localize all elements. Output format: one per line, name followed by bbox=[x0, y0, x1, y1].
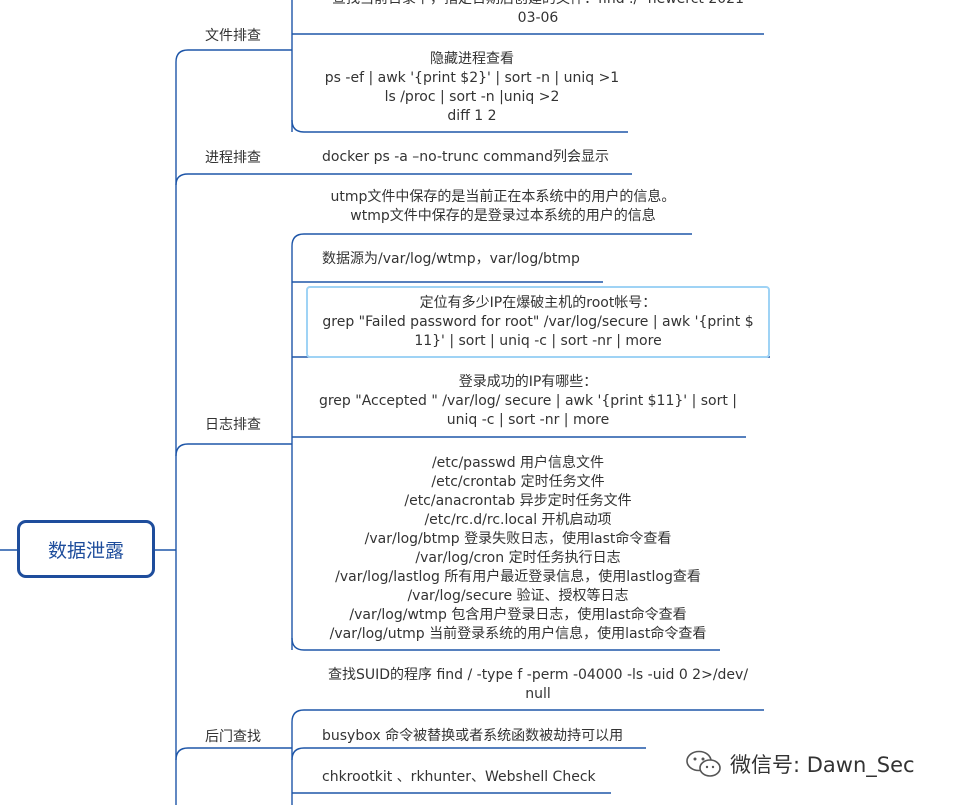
node-line: /var/log/lastlog 所有用户最近登录信息，使用lastlog查看 bbox=[335, 569, 701, 585]
node-data-source[interactable]: 数据源为/var/log/wtmp，var/log/btmp bbox=[322, 251, 580, 267]
node-log-files[interactable]: /etc/passwd 用户信息文件 /etc/crontab 定时任务文件 /… bbox=[300, 454, 736, 644]
node-find-by-date[interactable]: 查找当前日录下，指定日期后创建的文件：find ./ -newerct 2021… bbox=[316, 0, 760, 28]
node-line: 定位有多少IP在爆破主机的root帐号： bbox=[419, 295, 657, 311]
node-line: utmp文件中保存的是当前正在本系统中的用户的信息。 bbox=[330, 189, 676, 205]
node-line: wtmp文件中保存的是登录过本系统的用户的信息 bbox=[350, 208, 656, 224]
category-log-check[interactable]: 日志排查 bbox=[205, 417, 261, 433]
node-line: /etc/passwd 用户信息文件 bbox=[431, 455, 605, 471]
category-backdoor-check[interactable]: 后门查找 bbox=[205, 729, 261, 745]
node-line: /var/log/cron 定时任务执行日志 bbox=[415, 550, 621, 566]
main-trunk bbox=[175, 49, 292, 805]
category-process-check[interactable]: 进程排查 bbox=[205, 150, 261, 166]
node-line: /var/log/wtmp 包含用户登录日志，使用last命令查看 bbox=[349, 607, 687, 623]
bracket-backdoor bbox=[291, 709, 764, 805]
bracket-log bbox=[291, 233, 692, 650]
node-line: /etc/anacrontab 异步定时任务文件 bbox=[404, 493, 632, 509]
node-busybox[interactable]: busybox 命令被替换或者系统函数被劫持可以用 bbox=[322, 728, 624, 744]
node-line: 登录成功的IP有哪些： bbox=[458, 374, 598, 390]
root-node[interactable]: 数据泄露 bbox=[17, 520, 155, 578]
node-find-suid[interactable]: 查找SUID的程序 find / -type f -perm -04000 -l… bbox=[316, 666, 760, 704]
branch-process bbox=[175, 173, 292, 186]
wechat-icon bbox=[686, 750, 721, 777]
node-line: 查找SUID的程序 find / -type f -perm -04000 -l… bbox=[327, 667, 749, 683]
node-line: grep "Failed password for root" /var/log… bbox=[322, 314, 754, 330]
node-line: /var/log/utmp 当前登录系统的用户信息，使用last命令查看 bbox=[329, 626, 707, 642]
node-line: 03-06 bbox=[517, 10, 559, 26]
node-line: 11}' | sort | uniq -c | sort -nr | more bbox=[414, 333, 662, 349]
branch-backdoor bbox=[175, 747, 292, 761]
node-line: /etc/rc.d/rc.local 开机启动项 bbox=[424, 512, 612, 528]
node-chkrootkit[interactable]: chkrootkit 、rkhunter、Webshell Check bbox=[322, 769, 596, 785]
node-line: /var/log/btmp 登录失败日志，使用last命令查看 bbox=[364, 531, 672, 547]
node-line: grep "Accepted " /var/log/ secure | awk … bbox=[318, 393, 738, 409]
node-line: diff 1 2 bbox=[447, 108, 497, 124]
category-file-check[interactable]: 文件排查 bbox=[205, 28, 261, 44]
branch-log bbox=[175, 443, 292, 457]
node-accepted-login[interactable]: 登录成功的IP有哪些： grep "Accepted " /var/log/ s… bbox=[310, 373, 746, 430]
node-line: 隐藏进程查看 bbox=[430, 51, 514, 67]
node-line: null bbox=[525, 686, 551, 702]
node-line: ls /proc | sort -n |uniq >2 bbox=[384, 89, 560, 105]
node-line: /var/log/secure 验证、授权等日志 bbox=[407, 588, 629, 604]
node-utmp-wtmp[interactable]: utmp文件中保存的是当前正在本系统中的用户的信息。 wtmp文件中保存的是登录… bbox=[316, 188, 690, 226]
watermark: 微信号: Dawn_Sec bbox=[684, 748, 915, 780]
node-hidden-process[interactable]: 隐藏进程查看 ps -ef | awk '{print $2}' | sort … bbox=[316, 50, 628, 126]
node-line: 查找当前日录下，指定日期后创建的文件：find ./ -newerct 2021 bbox=[316, 0, 760, 9]
node-line: uniq -c | sort -nr | more bbox=[446, 412, 610, 428]
watermark-text: 微信号: Dawn_Sec bbox=[730, 753, 915, 777]
node-docker-ps[interactable]: docker ps -a –no-trunc command列会显示 bbox=[322, 149, 610, 165]
node-line: ps -ef | awk '{print $2}' | sort -n | un… bbox=[324, 70, 620, 86]
node-line: /etc/crontab 定时任务文件 bbox=[431, 474, 605, 490]
node-failed-password[interactable]: 定位有多少IP在爆破主机的root帐号： grep "Failed passwo… bbox=[310, 294, 766, 351]
root-label: 数据泄露 bbox=[47, 539, 124, 562]
selected-node-highlight bbox=[306, 286, 770, 358]
